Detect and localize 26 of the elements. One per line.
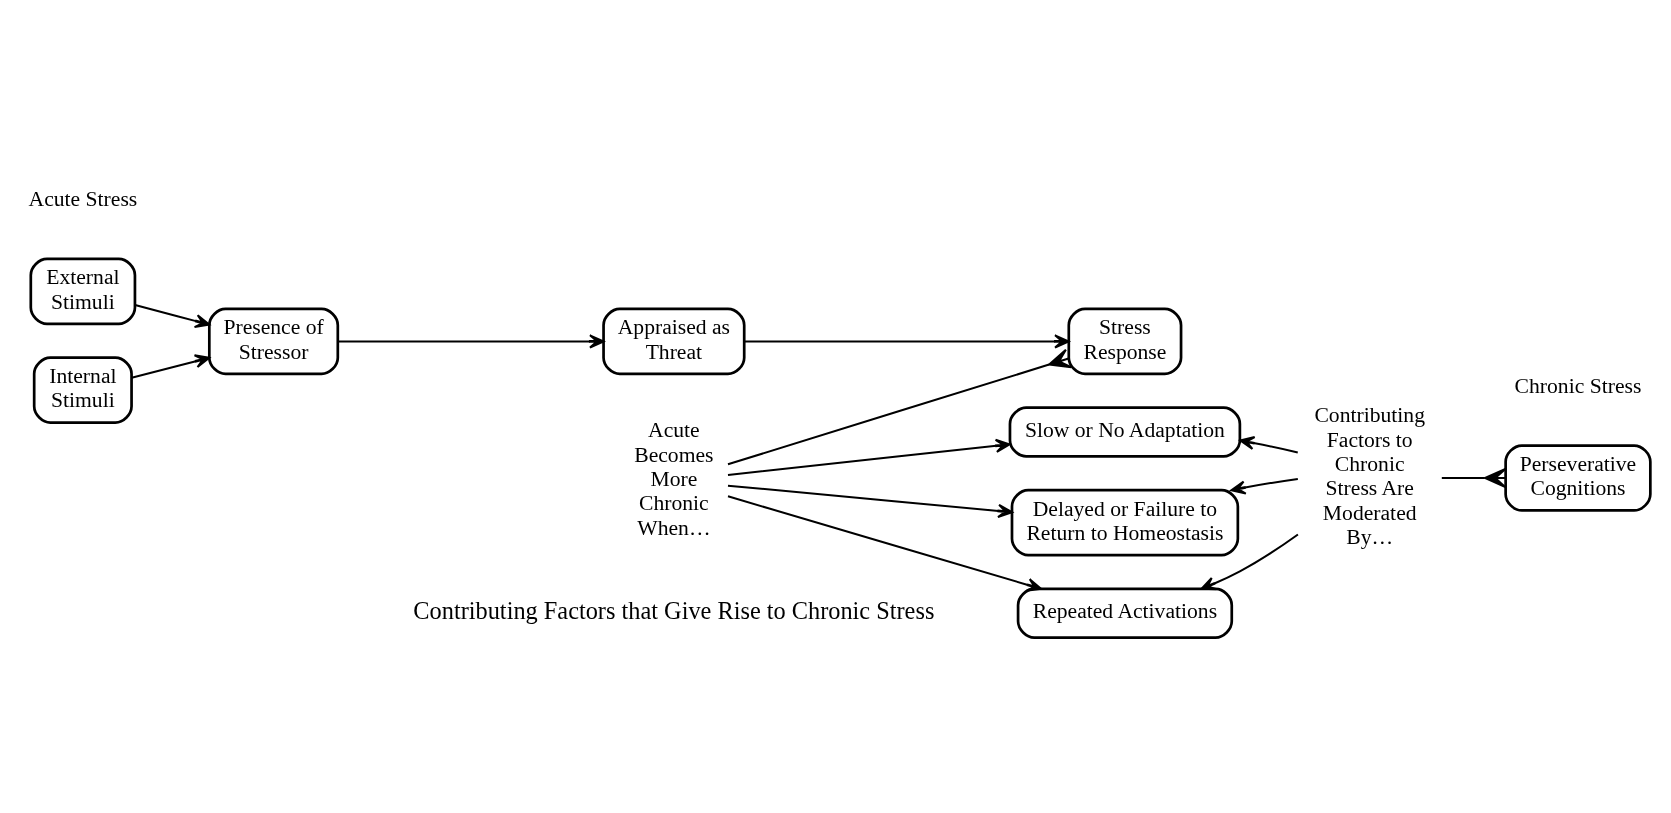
arrow xyxy=(131,353,211,379)
connector xyxy=(1441,467,1507,488)
arrow xyxy=(134,303,211,328)
arrow xyxy=(1239,435,1298,453)
arrow xyxy=(337,333,605,348)
node-box: Perseverative Cognitions xyxy=(1504,443,1652,512)
node-box: Presence of Stressor xyxy=(207,307,340,375)
node-text: Contributing Factors to Chronic Stress Are Moderated By… xyxy=(1314,402,1425,549)
node-box: Internal Stimuli xyxy=(32,355,133,424)
node-text: Acute Becomes More Chronic When… xyxy=(634,417,714,540)
node-box: Appraised as Threat xyxy=(602,307,746,375)
label: Contributing Factors that Give Rise to Chronic Stress xyxy=(413,596,935,624)
arrow xyxy=(1230,477,1298,495)
arrow xyxy=(727,494,1042,592)
node-box: Repeated Activations xyxy=(1016,587,1234,639)
node-box: Delayed or Failure to Return to Homeostasis xyxy=(1010,488,1240,556)
node-box: Slow or No Adaptation xyxy=(1008,405,1242,458)
node-box: External Stimuli xyxy=(29,257,137,325)
connector xyxy=(727,348,1073,465)
arrow xyxy=(727,484,1013,518)
arrow xyxy=(744,333,1070,348)
label: Acute Stress xyxy=(28,186,138,211)
node-box: Stress Response xyxy=(1067,307,1183,375)
label: Chronic Stress xyxy=(1514,373,1642,398)
arrow xyxy=(1200,533,1299,590)
arrow xyxy=(727,438,1011,476)
